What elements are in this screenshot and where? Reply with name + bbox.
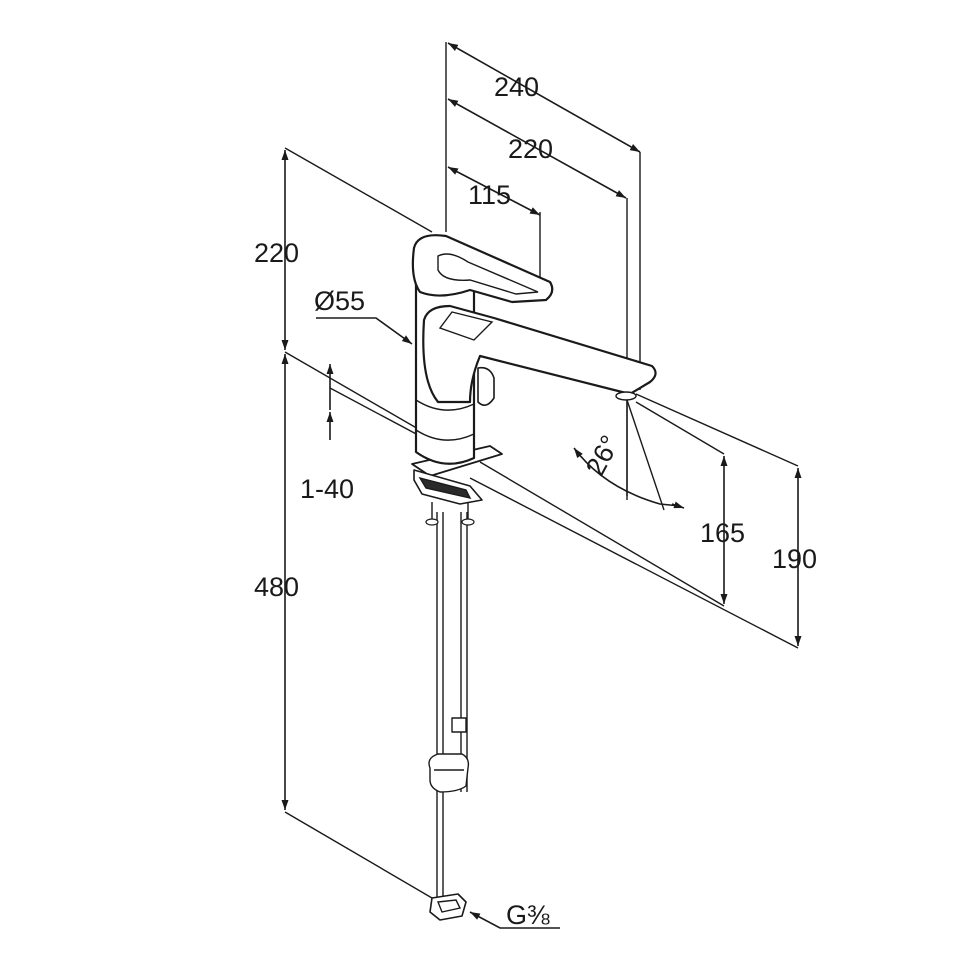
leader-thread [469, 911, 560, 929]
dim-line-115 [447, 166, 541, 216]
spout-outlet [615, 391, 637, 401]
label-26: 26° [580, 430, 626, 480]
label-220-height: 220 [254, 238, 299, 268]
swivel-line-b [626, 399, 665, 511]
dim-line-220-reach [447, 98, 627, 199]
label-1-40: 1-40 [300, 474, 354, 504]
side-knob [477, 366, 495, 406]
dimension-labels: 240 220 115 220 Ø55 1-40 480 26° 165 190… [254, 72, 817, 930]
leader-diameter [316, 317, 413, 345]
faucet-body [411, 234, 657, 921]
extension-lines [284, 42, 799, 899]
label-thread: G⅜ [506, 900, 550, 930]
label-diameter: Ø55 [314, 286, 365, 316]
spout [422, 304, 657, 404]
label-240: 240 [494, 72, 539, 102]
label-115: 115 [468, 180, 511, 210]
label-165: 165 [700, 518, 745, 548]
dimension-lines [281, 42, 802, 929]
supply-hoses [428, 512, 470, 900]
label-480: 480 [254, 572, 299, 602]
connection-nut [429, 893, 467, 921]
label-190: 190 [772, 544, 817, 574]
label-220-reach: 220 [508, 134, 553, 164]
dim-arc-26 [573, 447, 681, 507]
